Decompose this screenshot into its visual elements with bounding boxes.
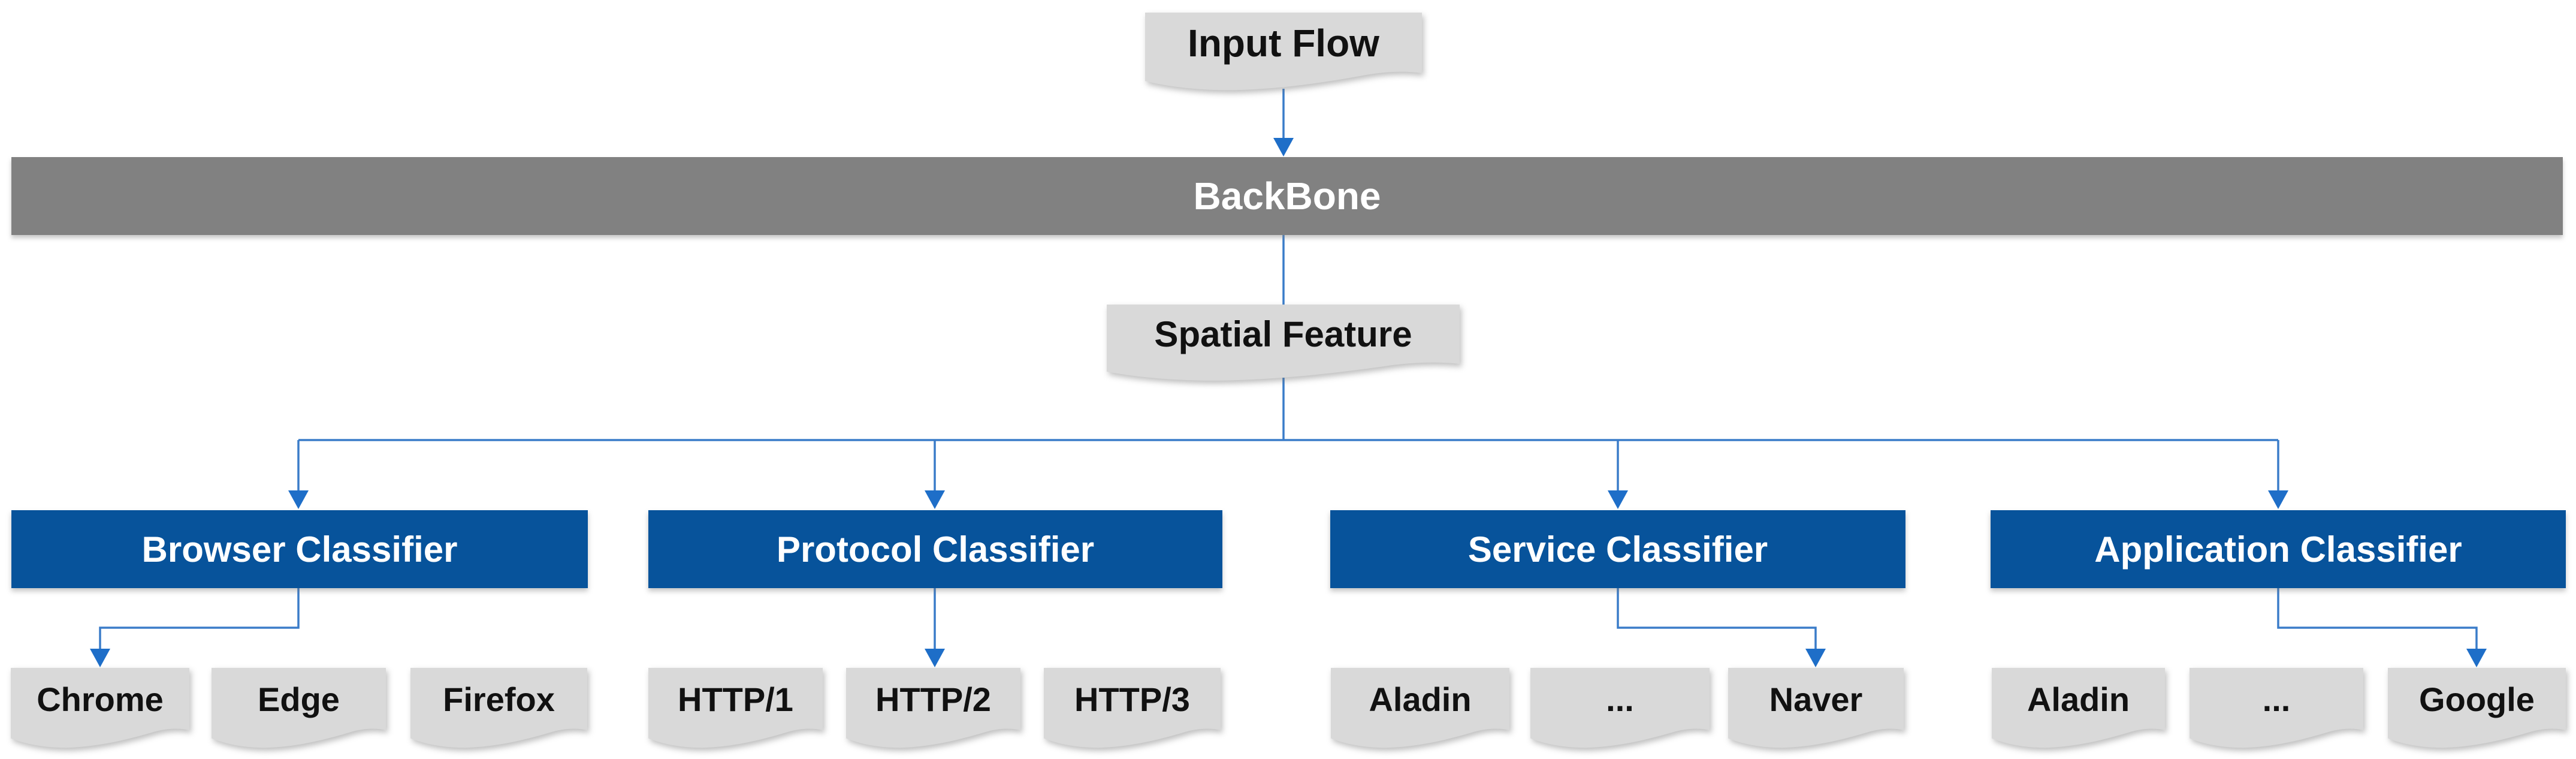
- wave-shape: [1044, 668, 1221, 748]
- leaf-http3: HTTP/3: [1044, 668, 1221, 748]
- wave-shape: [1992, 668, 2165, 748]
- classifier-application: Application Classifier: [1991, 510, 2566, 588]
- classifier-browser-label: Browser Classifier: [141, 529, 458, 570]
- arrowhead-chrome: [90, 649, 110, 667]
- arrowhead-backbone: [1273, 138, 1294, 156]
- backbone-bar: BackBone: [11, 157, 2563, 235]
- leaf-http1-label: HTTP/1: [678, 680, 793, 718]
- leaf-google: Google: [2388, 668, 2566, 748]
- arrowhead-service: [1608, 490, 1628, 509]
- classifier-application-label: Application Classifier: [2094, 529, 2462, 570]
- leaf-application-aladin: Aladin: [1992, 668, 2165, 748]
- leaf-chrome: Chrome: [11, 668, 189, 748]
- wave-shape: [1530, 668, 1710, 748]
- arrowhead-browser: [288, 490, 309, 509]
- leaf-application-aladin-label: Aladin: [2027, 680, 2130, 718]
- leaf-edge-label: Edge: [258, 680, 340, 718]
- spatial-feature-label: Spatial Feature: [1154, 314, 1412, 354]
- spatial-feature-node: Spatial Feature: [1107, 305, 1460, 381]
- leaf-http1: HTTP/1: [648, 668, 823, 748]
- arrowhead-http2: [925, 649, 945, 667]
- leaf-http3-label: HTTP/3: [1074, 680, 1190, 718]
- wave-shape: [2388, 668, 2566, 748]
- input-flow-node: Input Flow: [1145, 13, 1422, 91]
- classifier-browser: Browser Classifier: [11, 510, 588, 588]
- classifier-protocol: Protocol Classifier: [648, 510, 1222, 588]
- wave-shape: [11, 668, 189, 748]
- wave-shape: [648, 668, 823, 748]
- arrowhead-protocol: [925, 490, 945, 509]
- connector-browser-chrome: [99, 588, 300, 650]
- leaf-service-aladin: Aladin: [1331, 668, 1509, 748]
- leaf-service-aladin-label: Aladin: [1369, 680, 1472, 718]
- leaf-service-ellipsis: ...: [1530, 668, 1710, 748]
- leaf-naver-label: Naver: [1769, 680, 1863, 718]
- leaf-google-label: Google: [2419, 680, 2535, 718]
- wave-shape: [1728, 668, 1904, 748]
- arrowhead-application: [2268, 490, 2288, 509]
- input-flow-label: Input Flow: [1188, 21, 1379, 65]
- backbone-label: BackBone: [1193, 174, 1381, 218]
- leaf-http2: HTTP/2: [846, 668, 1020, 748]
- classifier-protocol-label: Protocol Classifier: [776, 529, 1095, 570]
- arrowhead-google: [2466, 649, 2487, 667]
- leaf-edge: Edge: [212, 668, 386, 748]
- connector-application-google: [2277, 588, 2478, 650]
- wave-shape: [1331, 668, 1509, 748]
- leaf-naver: Naver: [1728, 668, 1904, 748]
- leaf-firefox-label: Firefox: [443, 680, 555, 718]
- leaf-chrome-label: Chrome: [37, 680, 164, 718]
- connector-service-naver: [1617, 588, 1817, 650]
- leaf-service-ellipsis-label: ...: [1606, 680, 1634, 718]
- wave-shape: [2190, 668, 2363, 748]
- leaf-application-ellipsis-label: ...: [2262, 680, 2291, 718]
- wave-shape: [1107, 305, 1460, 381]
- wave-shape: [410, 668, 587, 748]
- wave-shape: [212, 668, 386, 748]
- classifier-service: Service Classifier: [1330, 510, 1905, 588]
- arrowhead-naver: [1805, 649, 1826, 667]
- wave-shape: [1145, 13, 1422, 91]
- wave-shape: [846, 668, 1020, 748]
- classifier-service-label: Service Classifier: [1467, 529, 1768, 570]
- leaf-application-ellipsis: ...: [2190, 668, 2363, 748]
- leaf-firefox: Firefox: [410, 668, 587, 748]
- leaf-http2-label: HTTP/2: [875, 680, 991, 718]
